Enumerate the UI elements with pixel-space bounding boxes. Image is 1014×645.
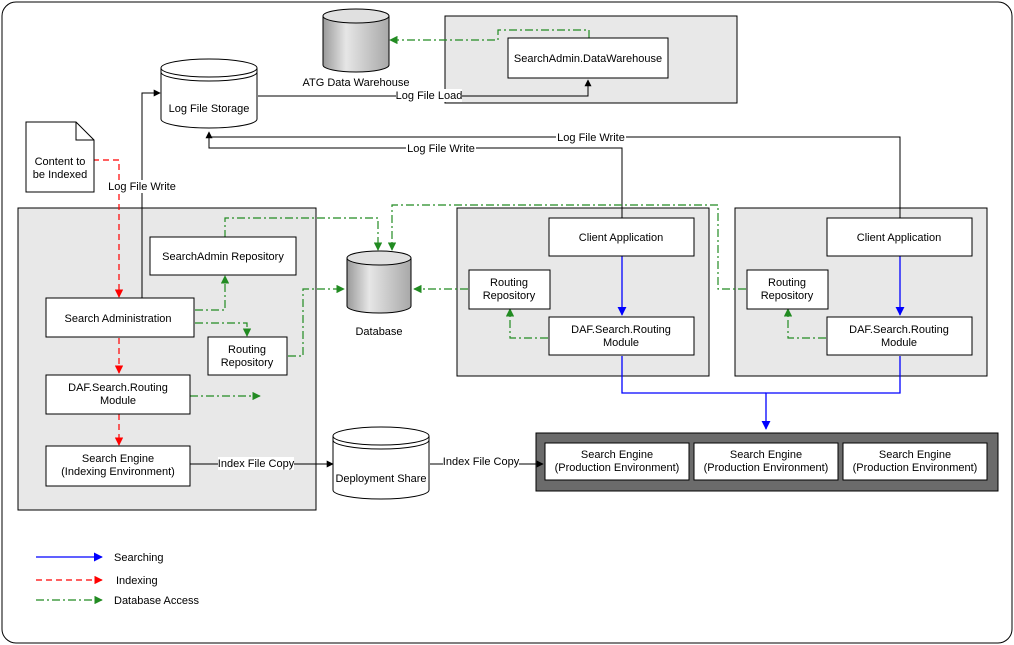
searchadmin-datawarehouse-label: SearchAdmin.DataWarehouse [514, 53, 662, 65]
label-bg [556, 131, 626, 144]
client-application-2-label: Client Application [857, 232, 941, 244]
routing-repository-1-line1: Routing [490, 277, 528, 289]
index-file-copy-1-label: Index File Copy [218, 458, 295, 470]
routing-repository-2-line2: Repository [761, 290, 814, 302]
daf-routing-2-box [826, 316, 973, 356]
edge-log-file-load [258, 79, 592, 97]
routing-repository-1-line2: Repository [483, 290, 536, 302]
search-engine-prod-3-box [842, 442, 988, 481]
content-to-be-indexed-line2: be Indexed [33, 169, 87, 181]
daf-routing-admin-line1: DAF.Search.Routing [68, 382, 168, 394]
edge-db-admin-to-routing [195, 322, 252, 337]
search-engine-prod-2-line1: Search Engine [730, 449, 802, 461]
search-administration-label: Search Administration [65, 313, 172, 325]
legend-database-access-label: Database Access [114, 595, 199, 607]
search-engine-indexing-box [45, 445, 191, 487]
searchadmin-repository-label: SearchAdmin Repository [162, 251, 284, 263]
label-bg [107, 180, 177, 193]
atg-data-warehouse-label: ATG Data Warehouse [303, 77, 410, 89]
searchadmin-repository-box [149, 236, 297, 276]
deployment-share-label: Deployment Share [335, 473, 426, 485]
routing-repository-2-line1: Routing [768, 277, 806, 289]
index-file-copy-2-label: Index File Copy [443, 456, 520, 468]
search-engine-indexing-line1: Search Engine [82, 453, 154, 465]
edge-search-routing-2 [761, 356, 901, 430]
content-to-be-indexed-line1: Content to [35, 156, 86, 168]
label-bg [218, 457, 294, 470]
daf-routing-admin-box [45, 374, 191, 415]
edge-db-admin-to-repo [195, 275, 230, 311]
edge-log-file-write-admin [141, 89, 161, 298]
edge-search-routing-1 [621, 356, 766, 394]
search-engine-prod-3-line2: (Production Environment) [853, 462, 978, 474]
search-administration-box [45, 297, 195, 338]
log-file-load-label: Log File Load [396, 90, 463, 102]
search-engine-indexing-line2: (Indexing Environment) [61, 466, 175, 478]
routing-repository-admin-line2: Repository [221, 357, 274, 369]
log-file-write-left-label: Log File Write [108, 181, 176, 193]
database-label: Database [355, 326, 402, 338]
legend-indexing-label: Indexing [116, 575, 158, 587]
document-fold-icon [75, 122, 94, 141]
search-engine-prod-2-line2: (Production Environment) [704, 462, 829, 474]
routing-repository-admin-line1: Routing [228, 344, 266, 356]
atg-data-warehouse-cylinder [322, 8, 390, 73]
daf-routing-2-line2: Module [881, 337, 917, 349]
edge-db-routing-module-1 [505, 308, 548, 339]
client-application-2-box [826, 217, 973, 257]
edge-indexing-content [93, 159, 124, 298]
edge-db-searchadmin-repo [224, 217, 383, 251]
edge-db-routing-repo-admin [288, 284, 345, 357]
routing-repository-2-box [746, 269, 829, 310]
routing-repository-1-box [468, 269, 551, 310]
daf-routing-1-line1: DAF.Search.Routing [571, 324, 671, 336]
edge-db-datawarehouse [389, 29, 590, 45]
log-file-storage-label: Log File Storage [169, 103, 250, 115]
search-engine-prod-2-box [693, 442, 839, 481]
search-engine-prod-1-line2: (Production Environment) [555, 462, 680, 474]
edge-log-file-write-client-2 [209, 136, 901, 218]
deployment-share-cylinder [332, 426, 430, 500]
label-bg [396, 89, 462, 102]
edge-db-routing-module-2 [783, 308, 826, 339]
routing-repository-admin-box [207, 336, 288, 376]
database-cylinder [346, 250, 412, 314]
label-bg [443, 455, 519, 468]
search-engine-prod-1-line1: Search Engine [581, 449, 653, 461]
legend: Searching Indexing Database Access [36, 552, 199, 607]
search-engine-prod-1-box [544, 442, 690, 481]
log-file-write-middle-label: Log File Write [407, 143, 475, 155]
log-file-write-top-label: Log File Write [557, 132, 625, 144]
search-engine-prod-3-line1: Search Engine [879, 449, 951, 461]
daf-routing-2-line1: DAF.Search.Routing [849, 324, 949, 336]
client-application-1-box [548, 217, 695, 257]
searchadmin-datawarehouse-box [507, 37, 669, 79]
daf-routing-1-line2: Module [603, 337, 639, 349]
legend-searching-label: Searching [114, 552, 164, 564]
daf-routing-1-box [548, 316, 695, 356]
edge-db-routing-repo-2 [387, 204, 746, 290]
daf-routing-admin-line2: Module [100, 395, 136, 407]
client-application-1-label: Client Application [579, 232, 663, 244]
log-file-storage-cylinder [160, 58, 258, 129]
label-bg [406, 142, 476, 155]
